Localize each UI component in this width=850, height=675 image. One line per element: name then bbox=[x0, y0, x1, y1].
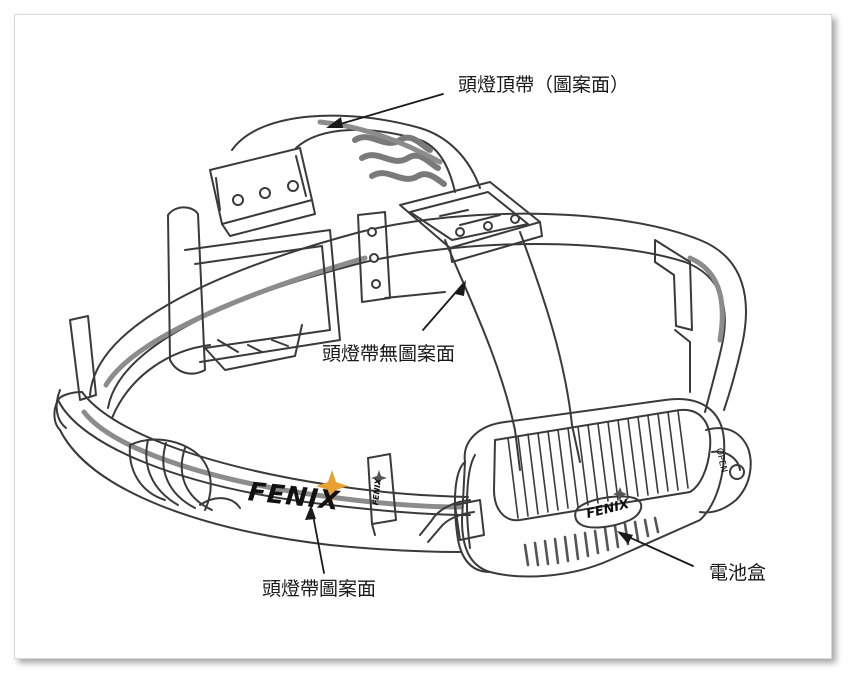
left-clip bbox=[55, 315, 97, 429]
top-strap bbox=[231, 114, 581, 471]
band-grip bbox=[128, 438, 241, 511]
head-band bbox=[53, 212, 747, 553]
battery-box bbox=[419, 398, 752, 578]
arrowhead-battery-box bbox=[617, 531, 633, 544]
lamp-housing bbox=[167, 206, 341, 375]
callout-strap-pattern: 頭燈帶圖案面 bbox=[262, 578, 377, 600]
callout-top-strap: 頭燈頂帶（圖案面） bbox=[458, 74, 630, 96]
callout-strap-plain: 頭燈帶無圖案面 bbox=[322, 343, 456, 365]
strap-pattern bbox=[352, 134, 447, 187]
leader-top-strap bbox=[329, 93, 444, 128]
front-tab bbox=[367, 453, 397, 536]
callout-battery-box: 電池盒 bbox=[709, 562, 767, 584]
small-logo-sparkle-icon bbox=[371, 470, 387, 486]
leader-lines bbox=[311, 93, 694, 574]
strap-connector bbox=[357, 211, 446, 303]
center-buckle bbox=[399, 181, 543, 263]
battery-logo-sparkle-icon bbox=[613, 487, 627, 501]
arrowhead-top-strap bbox=[326, 117, 343, 128]
arrowheads bbox=[305, 117, 633, 544]
leader-strap-pattern bbox=[311, 509, 325, 574]
rear-clip bbox=[209, 147, 316, 237]
band-stripe bbox=[81, 255, 725, 510]
logo-sparkle-icon bbox=[316, 470, 348, 502]
arrowhead-strap-pattern bbox=[305, 505, 316, 520]
leader-strap-plain bbox=[422, 283, 464, 331]
arrowhead-strap-plain bbox=[455, 280, 466, 296]
leader-battery-box bbox=[621, 533, 694, 567]
right-clip bbox=[654, 239, 693, 393]
